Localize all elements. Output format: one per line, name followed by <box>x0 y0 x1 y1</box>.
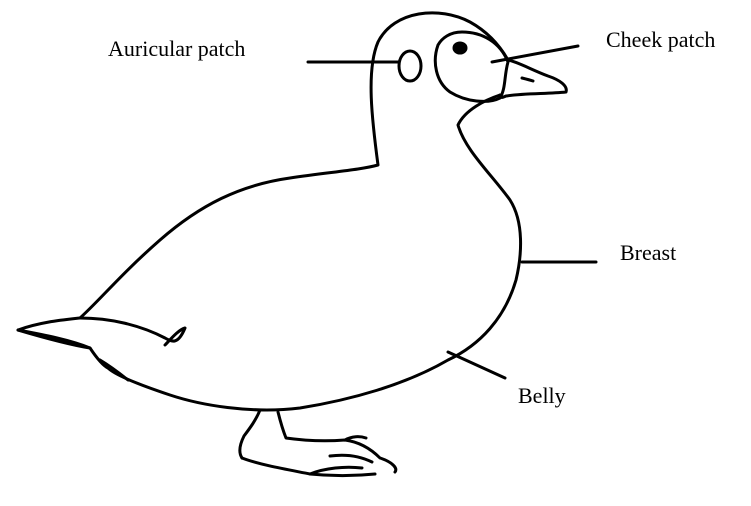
tail-underside <box>18 330 108 368</box>
leader-belly <box>448 352 505 378</box>
tail-feather <box>100 360 128 380</box>
bill <box>500 60 566 97</box>
wing <box>80 318 185 345</box>
foot-front <box>278 412 396 472</box>
breast-label: Breast <box>620 240 676 266</box>
leg <box>240 410 260 458</box>
toes <box>310 437 372 474</box>
cheek-patch-label: Cheek patch <box>606 27 715 53</box>
belly-label: Belly <box>518 383 566 409</box>
nostril <box>522 78 533 81</box>
auricular-patch-ellipse <box>399 51 421 81</box>
eye <box>454 43 466 53</box>
auricular-patch-label: Auricular patch <box>108 36 245 62</box>
